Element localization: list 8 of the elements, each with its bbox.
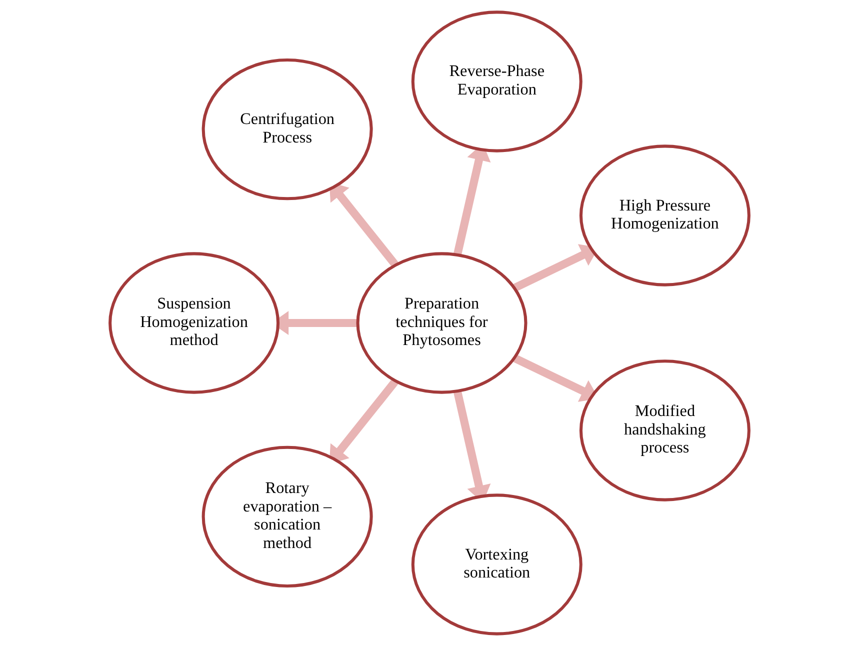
node-ellipse: Suspension Homogenization method xyxy=(108,252,280,394)
node-ellipse: Vortexing sonication xyxy=(411,494,582,636)
node-ellipse: Preparation techniques for Phytosomes xyxy=(356,252,528,394)
node-ellipse: Reverse-Phase Evaporation xyxy=(411,10,582,152)
node-ellipse: High Pressure Homogenization xyxy=(579,144,750,286)
node-ellipse: Modified handshaking process xyxy=(579,360,750,502)
node-ellipse: Rotary evaporation – sonication method xyxy=(202,446,373,588)
node-ellipse: Centrifugation Process xyxy=(202,58,373,200)
